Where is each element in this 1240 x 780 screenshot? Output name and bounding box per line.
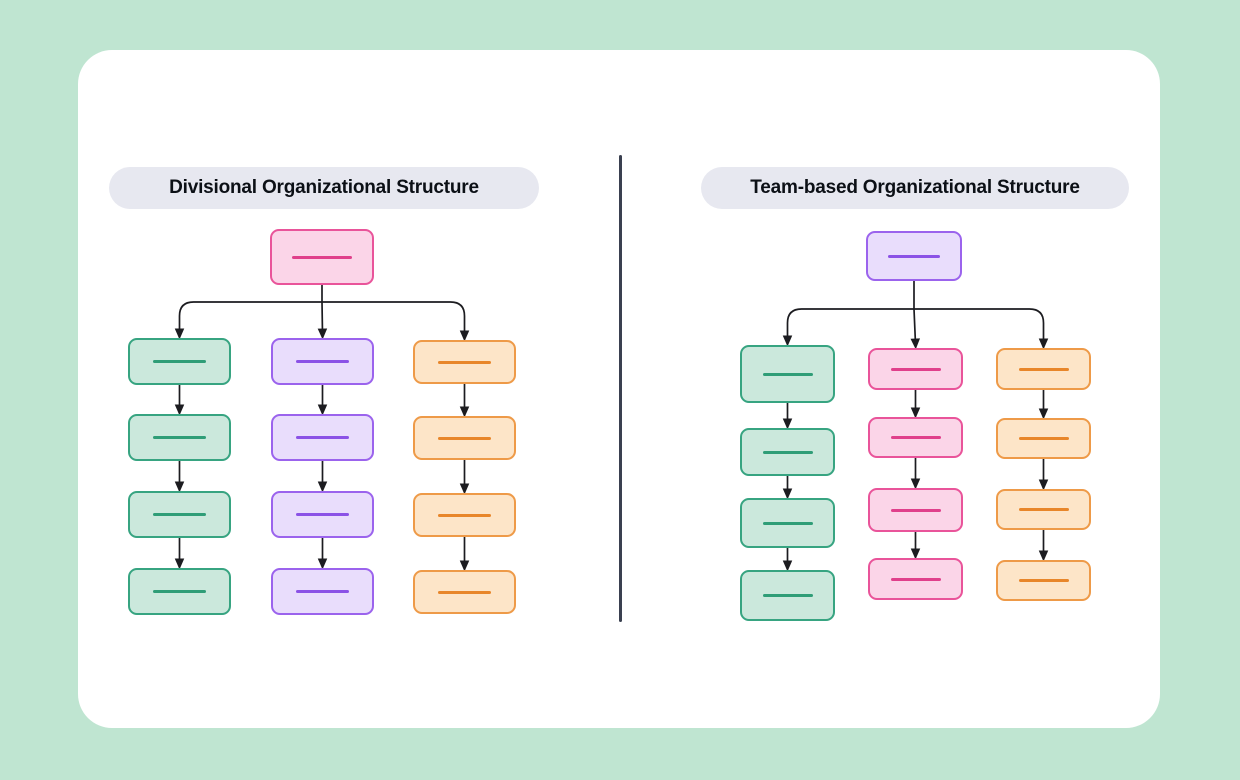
- node-label-bar: [296, 590, 349, 593]
- node-divisional-1-2[interactable]: [271, 491, 374, 538]
- node-team-based-1-3[interactable]: [868, 558, 963, 600]
- node-divisional-0-3[interactable]: [128, 568, 231, 615]
- root-node-team-based[interactable]: [866, 231, 962, 281]
- node-divisional-1-1[interactable]: [271, 414, 374, 461]
- node-label-bar: [296, 436, 349, 439]
- node-label-bar: [438, 360, 491, 364]
- node-divisional-0-2[interactable]: [128, 491, 231, 538]
- node-label-bar: [438, 436, 491, 440]
- node-team-based-2-0[interactable]: [996, 348, 1091, 390]
- node-team-based-2-2[interactable]: [996, 489, 1091, 530]
- node-label-bar: [1018, 437, 1069, 440]
- node-label-bar: [438, 513, 491, 517]
- root-node-divisional[interactable]: [270, 229, 374, 285]
- node-label-bar: [1018, 367, 1069, 371]
- node-team-based-0-3[interactable]: [740, 570, 835, 621]
- node-label-bar: [153, 436, 206, 439]
- panel-divider: [619, 155, 622, 622]
- node-label-bar: [153, 513, 206, 516]
- node-label-bar: [890, 436, 941, 439]
- node-label-bar: [296, 360, 349, 363]
- node-team-based-2-3[interactable]: [996, 560, 1091, 601]
- node-label-bar: [438, 590, 491, 594]
- node-divisional-2-3[interactable]: [413, 570, 516, 614]
- node-team-based-0-1[interactable]: [740, 428, 835, 476]
- node-label-bar: [296, 513, 349, 516]
- node-divisional-2-0[interactable]: [413, 340, 516, 384]
- node-label-bar: [292, 255, 352, 259]
- node-team-based-0-0[interactable]: [740, 345, 835, 403]
- node-label-bar: [890, 508, 941, 512]
- node-divisional-2-2[interactable]: [413, 493, 516, 537]
- node-label-bar: [762, 372, 813, 376]
- node-label-bar: [890, 367, 941, 371]
- node-team-based-2-1[interactable]: [996, 418, 1091, 459]
- node-divisional-1-0[interactable]: [271, 338, 374, 385]
- node-label-bar: [762, 594, 813, 597]
- node-divisional-0-0[interactable]: [128, 338, 231, 385]
- node-divisional-1-3[interactable]: [271, 568, 374, 615]
- node-label-bar: [1018, 579, 1069, 582]
- node-label-bar: [153, 590, 206, 593]
- node-label-bar: [153, 360, 206, 363]
- node-label-bar: [888, 254, 940, 258]
- node-divisional-2-1[interactable]: [413, 416, 516, 460]
- node-team-based-1-1[interactable]: [868, 417, 963, 458]
- node-divisional-0-1[interactable]: [128, 414, 231, 461]
- node-label-bar: [762, 521, 813, 525]
- diagram-title-divisional: Divisional Organizational Structure: [109, 167, 539, 209]
- node-team-based-1-2[interactable]: [868, 488, 963, 532]
- node-team-based-0-2[interactable]: [740, 498, 835, 548]
- node-label-bar: [1018, 508, 1069, 511]
- node-label-bar: [762, 450, 813, 454]
- node-label-bar: [890, 577, 941, 581]
- diagram-title-team-based: Team-based Organizational Structure: [701, 167, 1129, 209]
- node-team-based-1-0[interactable]: [868, 348, 963, 390]
